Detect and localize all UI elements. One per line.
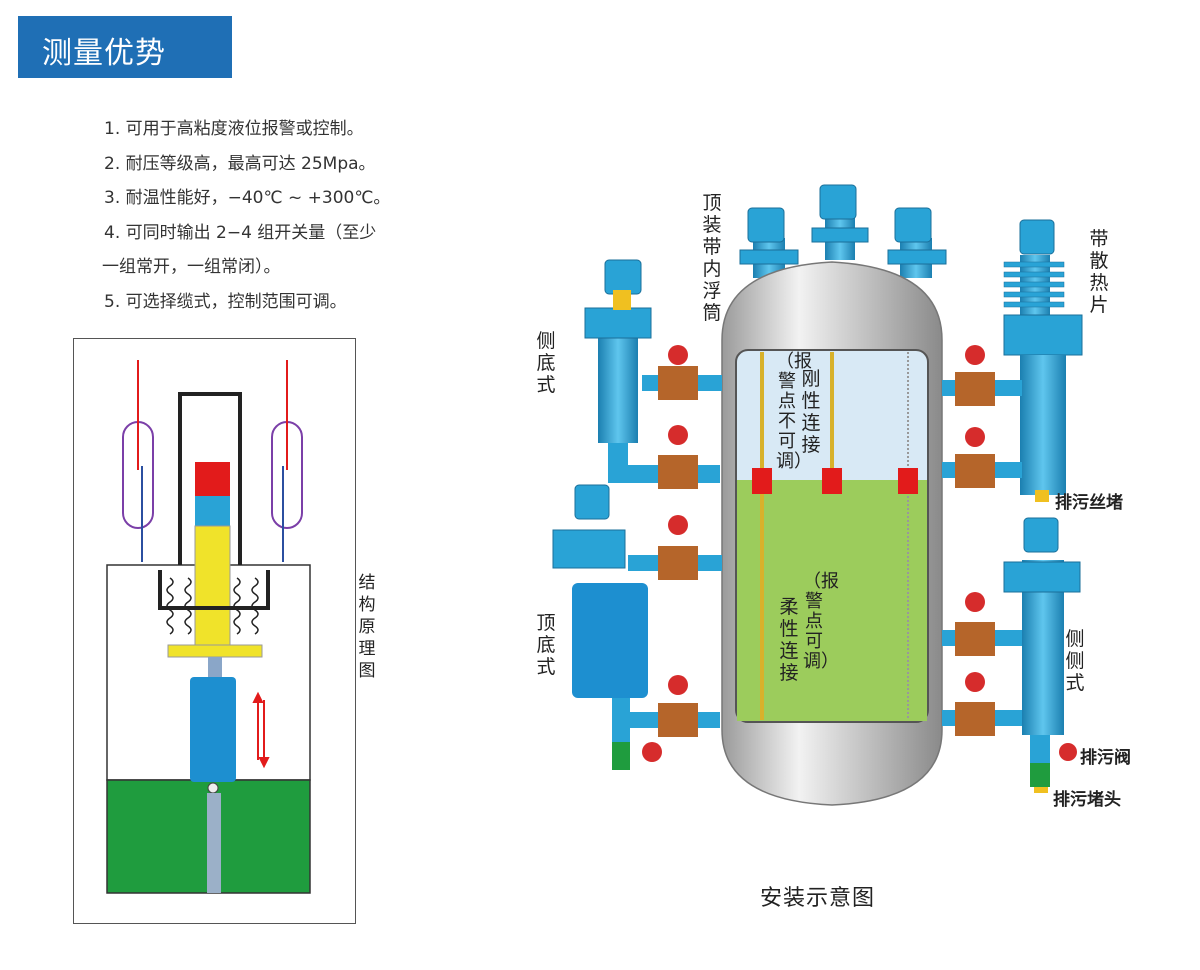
label-flexible: 柔性连接 bbox=[778, 596, 800, 684]
advantages-list: 1. 可用于高粘度液位报警或控制。 2. 耐压等级高，最高可达 25Mpa。 3… bbox=[102, 112, 464, 319]
label-fins-text: 带散热片 bbox=[1089, 228, 1109, 316]
tank-liquid bbox=[737, 480, 927, 721]
advantage-item-2: 2. 耐压等级高，最高可达 25Mpa。 bbox=[104, 153, 376, 174]
label-fins: 带散热片 bbox=[1088, 228, 1110, 316]
label-top-bottom: 顶底式 bbox=[535, 612, 557, 678]
float-body bbox=[190, 677, 236, 782]
advantage-item-3: 3. 耐温性能好，−40℃ ~ +300℃。 bbox=[104, 188, 391, 208]
structure-label: 结构原理图 bbox=[358, 572, 376, 682]
label-top-float: 顶装带内浮筒 bbox=[700, 192, 724, 324]
section-title: 测量优势 bbox=[42, 36, 166, 71]
label-drain-valve: 排污阀 bbox=[1080, 748, 1131, 768]
advantage-item-5: 5. 可选择缆式，控制范围可调。 bbox=[104, 291, 347, 312]
spring-left bbox=[166, 577, 192, 635]
advantage-item-1: 1. 可用于高粘度液位报警或控制。 bbox=[104, 119, 364, 139]
spring-seat bbox=[158, 570, 270, 610]
label-rigid-text: 刚性连接 bbox=[801, 368, 821, 456]
label-top-float-text: 顶装带内浮筒 bbox=[702, 192, 722, 324]
float-switch-2 bbox=[822, 468, 842, 494]
housing-cap bbox=[178, 392, 242, 565]
label-flexible-text: 柔性连接 bbox=[779, 596, 799, 684]
label-rigid: 刚性连接 bbox=[800, 368, 822, 456]
shaft-upper bbox=[208, 657, 222, 677]
magnet-yellow bbox=[194, 525, 231, 651]
magnet-red bbox=[195, 462, 230, 496]
float-switch-3 bbox=[898, 468, 918, 494]
label-side-side: 侧侧式 bbox=[1064, 628, 1086, 694]
structure-label-text: 结构原理图 bbox=[358, 573, 376, 681]
install-diagram-caption: 安装示意图 bbox=[760, 886, 876, 911]
label-drain-plug: 排污堵头 bbox=[1053, 790, 1121, 810]
spring-right bbox=[233, 577, 259, 635]
right-valves bbox=[955, 345, 995, 736]
float-switch-1 bbox=[752, 468, 772, 494]
label-top-bottom-text: 顶底式 bbox=[536, 612, 556, 678]
magnet-blue bbox=[195, 496, 230, 526]
label-side-bottom: 侧底式 bbox=[535, 330, 557, 396]
left-valves bbox=[628, 345, 722, 762]
motion-arrows bbox=[252, 691, 270, 769]
advantage-item-4: 4. 可同时输出 2−4 组开关量（至少 bbox=[104, 222, 377, 243]
section-title-bar: 测量优势 bbox=[18, 16, 232, 78]
label-rigid-note-text: （报警点不可调） bbox=[776, 351, 812, 472]
top-mount-heads bbox=[739, 184, 947, 278]
label-flexible-note: （报警点可调） bbox=[803, 571, 839, 672]
label-rigid-note: （报警点不可调） bbox=[776, 351, 812, 472]
label-flexible-note-text: （报警点可调） bbox=[803, 571, 839, 672]
shaft-lower bbox=[207, 793, 221, 893]
advantage-item-4-cont: 一组常开，一组常闭）。 bbox=[102, 257, 281, 277]
label-plug-screw: 排污丝堵 bbox=[1055, 493, 1123, 513]
label-side-bottom-text: 侧底式 bbox=[536, 330, 556, 396]
label-side-side-text: 侧侧式 bbox=[1065, 628, 1085, 694]
